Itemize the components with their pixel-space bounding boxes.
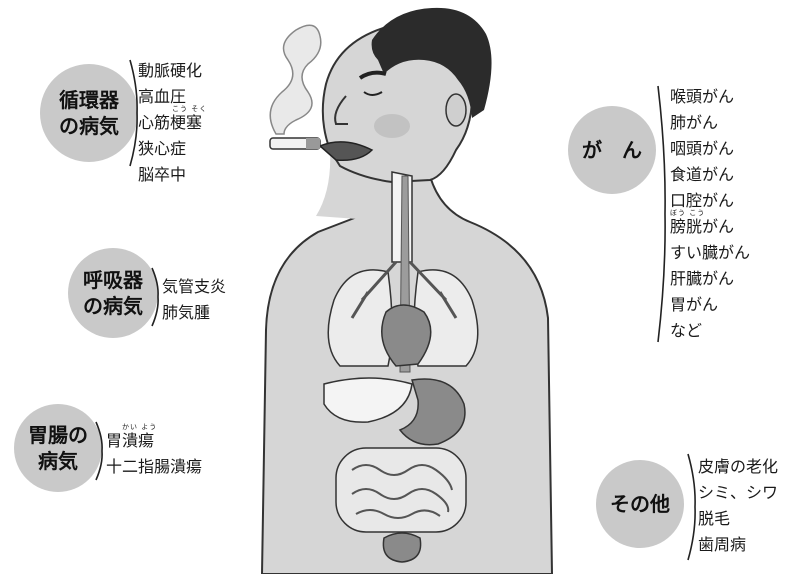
cigarette-filter bbox=[306, 138, 320, 149]
other-badge: その他 bbox=[596, 460, 684, 548]
disease-item: 肺がん bbox=[670, 110, 750, 136]
disease-item: など bbox=[670, 318, 750, 344]
other-list: 皮膚の老化 シミ、シワ 脱毛 歯周病 bbox=[698, 454, 778, 558]
digestive-disease-list: かい よう 胃潰瘍 十二指腸潰瘍 bbox=[106, 428, 202, 480]
furigana: こう そく bbox=[172, 105, 207, 113]
disease-item: 動脈硬化 bbox=[138, 58, 202, 84]
disease-item: 気管支炎 bbox=[162, 274, 226, 300]
badge-line: 胃腸の bbox=[28, 422, 88, 448]
disease-item: 十二指腸潰瘍 bbox=[106, 454, 202, 480]
ear bbox=[446, 94, 466, 126]
disease-item: 脱毛 bbox=[698, 506, 778, 532]
respiratory-disease-badge: 呼吸器 の病気 bbox=[68, 248, 158, 338]
circulatory-disease-list: 動脈硬化 高血圧 こう そく 心筋梗塞 狭心症 脳卒中 bbox=[138, 58, 202, 188]
circulatory-disease-badge: 循環器 の病気 bbox=[40, 64, 138, 162]
other-bracket bbox=[686, 452, 698, 562]
respiratory-bracket bbox=[150, 266, 162, 328]
badge-line: の病気 bbox=[83, 293, 143, 319]
heart bbox=[382, 305, 431, 366]
disease-item-text: 膀胱がん bbox=[670, 217, 734, 236]
disease-item: 喉頭がん bbox=[670, 84, 750, 110]
disease-item: シミ、シワ bbox=[698, 480, 778, 506]
smoke bbox=[270, 25, 321, 134]
cancer-bracket bbox=[656, 84, 668, 344]
disease-item: 食道がん bbox=[670, 162, 750, 188]
badge-line: 呼吸器 bbox=[83, 267, 143, 293]
digestive-disease-badge: 胃腸の 病気 bbox=[14, 404, 102, 492]
disease-item: 歯周病 bbox=[698, 532, 778, 558]
disease-item-text: 胃潰瘍 bbox=[106, 431, 154, 450]
badge-line: の病気 bbox=[59, 113, 119, 139]
disease-item: ぼう こう 膀胱がん bbox=[670, 214, 750, 240]
cheek bbox=[374, 114, 410, 138]
disease-item: 脳卒中 bbox=[138, 162, 202, 188]
furigana: かい よう bbox=[122, 423, 157, 431]
badge-line: が ん bbox=[582, 137, 642, 163]
disease-item: 咽頭がん bbox=[670, 136, 750, 162]
furigana: ぼう こう bbox=[670, 209, 705, 217]
disease-item: 肝臓がん bbox=[670, 266, 750, 292]
digestive-bracket bbox=[94, 420, 106, 482]
badge-line: その他 bbox=[610, 491, 670, 517]
respiratory-disease-list: 気管支炎 肺気腫 bbox=[162, 274, 226, 326]
disease-item: すい臓がん bbox=[670, 240, 750, 266]
cancer-badge: が ん bbox=[568, 106, 656, 194]
intestines bbox=[336, 448, 466, 532]
disease-item: かい よう 胃潰瘍 bbox=[106, 428, 202, 454]
disease-item: 狭心症 bbox=[138, 136, 202, 162]
cancer-list: 喉頭がん 肺がん 咽頭がん 食道がん 口腔がん ぼう こう 膀胱がん すい臓がん… bbox=[670, 84, 750, 344]
bladder bbox=[383, 533, 420, 562]
disease-item: 胃がん bbox=[670, 292, 750, 318]
disease-item: 肺気腫 bbox=[162, 300, 226, 326]
disease-item: こう そく 心筋梗塞 bbox=[138, 110, 202, 136]
disease-item-text: 心筋梗塞 bbox=[138, 113, 202, 132]
badge-line: 循環器 bbox=[59, 87, 119, 113]
disease-item: 皮膚の老化 bbox=[698, 454, 778, 480]
badge-line: 病気 bbox=[28, 448, 88, 474]
